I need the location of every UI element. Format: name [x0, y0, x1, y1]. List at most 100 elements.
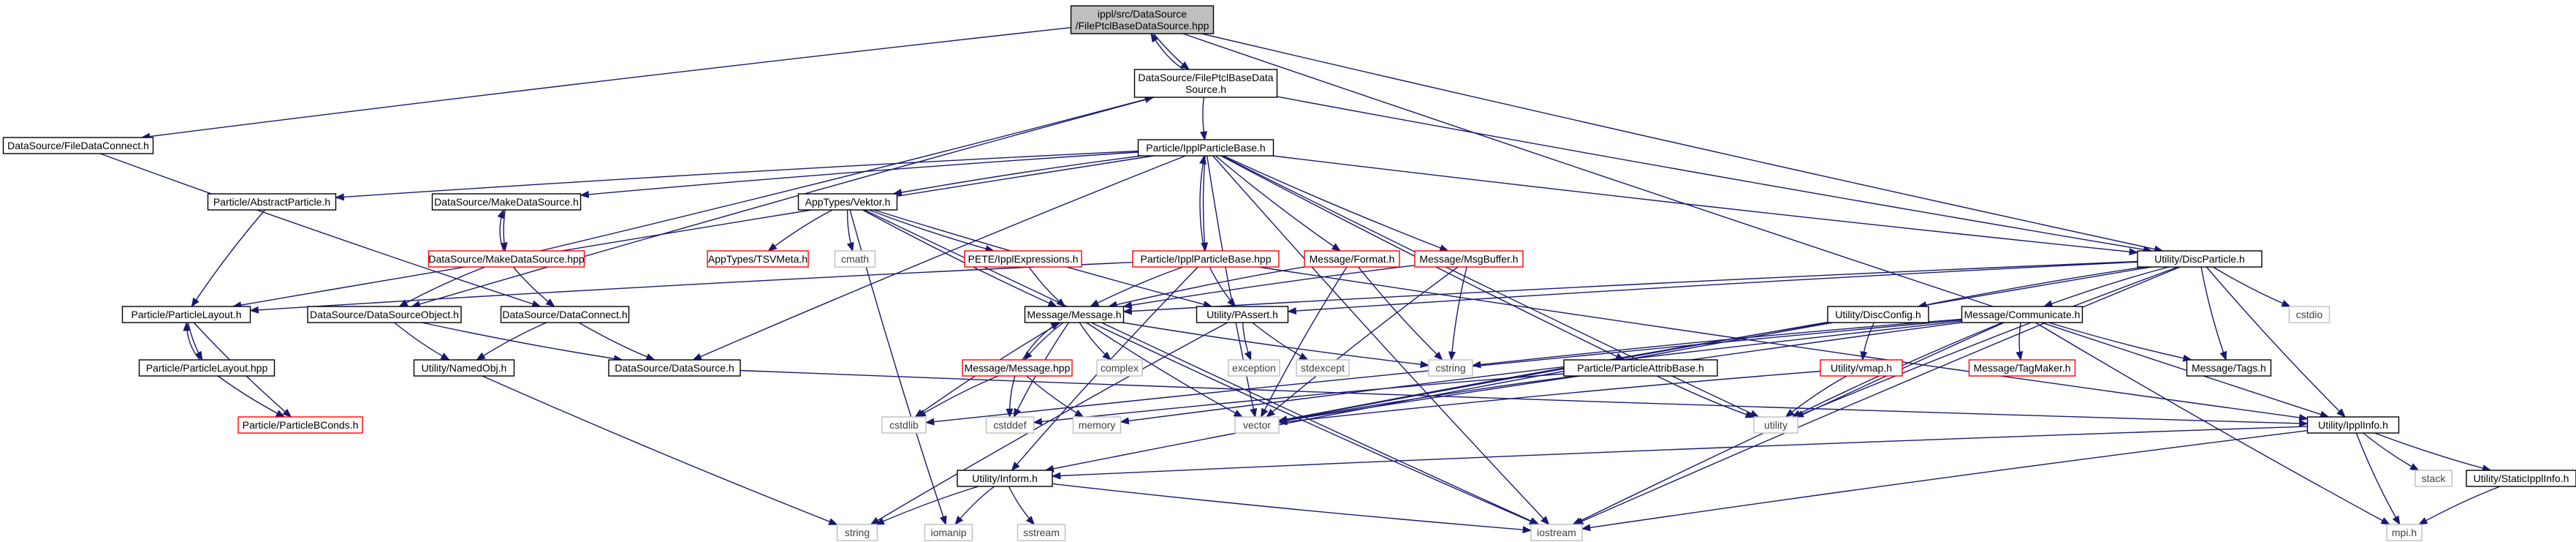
- node-ipplparticlebase-h[interactable]: Particle/IpplParticleBase.h: [1137, 139, 1274, 157]
- edge-ipplparticlebase-h-to-apptypes-vektor: [892, 155, 1142, 197]
- node-datasource-h[interactable]: DataSource/DataSource.h: [608, 359, 741, 377]
- node-pete[interactable]: PETE/IpplExpressions.h: [964, 250, 1082, 268]
- node-abstractparticle[interactable]: Particle/AbstractParticle.h: [207, 193, 337, 211]
- edge-message-message-h-to-cstring: [1122, 322, 1430, 369]
- node-message-tags-label-0: Message/Tags.h: [2192, 362, 2266, 374]
- edge-message-communicate-to-message-tagmaker: [2015, 322, 2024, 361]
- node-message-msgbuffer[interactable]: Message/MsgBuffer.h: [1414, 250, 1524, 268]
- edge-root-to-fpbds-h: [1153, 33, 1190, 70]
- node-utility-inform[interactable]: Utility/Inform.h: [957, 470, 1053, 487]
- node-utility-discconfig-box: [1827, 306, 1929, 323]
- node-tsvmeta[interactable]: AppTypes/TSVMeta.h: [707, 250, 809, 268]
- node-datasourceobject[interactable]: DataSource/DataSourceObject.h: [307, 306, 462, 323]
- edge-ipplparticlebase-hpp-to-particlelayout-h: [249, 261, 1133, 314]
- node-cstring-label-0: cstring: [1435, 362, 1465, 374]
- node-utility-inform-box: [957, 470, 1053, 487]
- node-message-tagmaker-label-0: Message/TagMaker.h: [1973, 362, 2070, 374]
- edge-particlelayout-hpp-to-particlebconds: [217, 375, 286, 418]
- node-root[interactable]: ippl/src/DataSource/FilePtclBaseDataSour…: [1070, 5, 1215, 34]
- node-stdexcept: stdexcept: [1296, 359, 1350, 377]
- node-dataconnect[interactable]: DataSource/DataConnect.h: [500, 306, 630, 323]
- node-fpbds-h[interactable]: DataSource/FilePtclBaseDataSource.h: [1133, 69, 1278, 98]
- edge-particleattribbase-to-cstddef: [1033, 373, 1565, 426]
- node-ipplparticlebase-h-label-0: Particle/IpplParticleBase.h: [1146, 142, 1265, 154]
- node-makedatasource-h[interactable]: DataSource/MakeDataSource.h: [431, 193, 582, 211]
- node-utility-ipplinfo[interactable]: Utility/IpplInfo.h: [2306, 416, 2400, 434]
- node-message-communicate[interactable]: Message/Communicate.h: [1961, 306, 2083, 323]
- edge-utility-ipplinfo-to-stack: [2363, 432, 2420, 471]
- node-cstddef-box: [985, 416, 1035, 434]
- node-vector: vector: [1234, 416, 1280, 434]
- node-filedataconnect[interactable]: DataSource/FileDataConnect.h: [2, 137, 154, 154]
- edge-ipplparticlebase-h-to-message-format: [1215, 155, 1342, 252]
- node-message-message-h[interactable]: Message/Message.h: [1024, 306, 1125, 323]
- node-message-message-hpp[interactable]: Message/Message.hpp: [962, 359, 1073, 377]
- edges-layer: [99, 27, 2501, 534]
- node-utility-vmap[interactable]: Utility/vmap.h: [1820, 359, 1903, 377]
- node-utility-discconfig[interactable]: Utility/DiscConfig.h: [1827, 306, 1929, 323]
- node-makedatasource-hpp-label-0: DataSource/MakeDataSource.hpp: [428, 253, 584, 265]
- node-makedatasource-hpp[interactable]: DataSource/MakeDataSource.hpp: [428, 250, 585, 268]
- edge-utility-discparticle-to-iostream: [1573, 266, 2181, 525]
- node-cstdlib: cstdlib: [881, 416, 927, 434]
- node-iostream: iostream: [1530, 524, 1583, 541]
- node-utility-ipplinfo-box: [2306, 416, 2400, 434]
- edge-utility-discparticle-to-message-communicate: [2043, 266, 2170, 307]
- edge-abstractparticle-to-particlelayout-h: [191, 209, 266, 308]
- edge-utility-ipplinfo-to-utility-inform: [1051, 426, 2308, 480]
- node-tsvmeta-box: [707, 250, 809, 268]
- node-particleattribbase-box: [1563, 359, 1718, 377]
- edge-ipplparticlebase-h-to-ipplparticlebase-hpp: [1201, 155, 1209, 252]
- edge-message-message-hpp-to-cstdlib: [916, 375, 999, 418]
- node-particlebconds-box: [238, 416, 363, 434]
- edge-ipplparticlebase-h-to-abstractparticle: [335, 150, 1139, 201]
- edge-utility-discparticle-to-utility: [1794, 266, 2178, 418]
- node-namedobj[interactable]: Utility/NamedObj.h: [413, 359, 515, 377]
- node-particlebconds[interactable]: Particle/ParticleBConds.h: [238, 416, 363, 434]
- node-dataconnect-box: [500, 306, 630, 323]
- node-utility-passert-label-0: Utility/PAssert.h: [1207, 309, 1278, 320]
- node-utility-staticipplinfo[interactable]: Utility/StaticIpplInfo.h: [2466, 470, 2576, 487]
- edge-root-to-utility-discparticle: [1201, 33, 2164, 253]
- node-ipplparticlebase-h-box: [1137, 139, 1274, 157]
- node-sstream-label-0: sstream: [1023, 527, 1060, 538]
- edge-message-msgbuffer-to-cstring: [1448, 266, 1467, 361]
- node-utility-discparticle[interactable]: Utility/DiscParticle.h: [2137, 250, 2262, 268]
- node-particlelayout-hpp[interactable]: Particle/ParticleLayout.hpp: [138, 359, 276, 377]
- node-particlelayout-h[interactable]: Particle/ParticleLayout.h: [121, 306, 251, 323]
- node-apptypes-vektor[interactable]: AppTypes/Vektor.h: [797, 193, 898, 211]
- edge-fpbds-h-to-ipplparticlebase-h: [1199, 97, 1207, 141]
- node-utility-passert[interactable]: Utility/PAssert.h: [1196, 306, 1289, 323]
- node-message-format[interactable]: Message/Format.h: [1304, 250, 1400, 268]
- edge-dataconnect-to-namedobj: [476, 322, 547, 361]
- node-exception-label-0: exception: [1232, 362, 1276, 374]
- node-memory: memory: [1072, 416, 1122, 434]
- node-message-format-box: [1304, 250, 1400, 268]
- edge-message-communicate-to-mpi: [2035, 322, 2390, 525]
- node-memory-box: [1072, 416, 1122, 434]
- node-vector-box: [1234, 416, 1280, 434]
- node-stack-box: [2414, 470, 2452, 487]
- node-complex-box: [1096, 359, 1143, 377]
- edge-message-message-hpp-to-cstddef: [1006, 375, 1016, 418]
- node-makedatasource-h-box: [431, 193, 582, 211]
- node-cmath-label-0: cmath: [841, 253, 869, 265]
- node-stack: stack: [2414, 470, 2452, 487]
- node-stack-label-0: stack: [2422, 473, 2447, 484]
- edge-utility-discconfig-to-vector: [1277, 322, 1829, 424]
- node-message-tagmaker[interactable]: Message/TagMaker.h: [1968, 359, 2076, 377]
- node-message-tagmaker-box: [1968, 359, 2076, 377]
- nodes-layer: ippl/src/DataSource/FilePtclBaseDataSour…: [2, 5, 2576, 541]
- node-ipplparticlebase-hpp-label-0: Particle/IpplParticleBase.hpp: [1141, 253, 1272, 265]
- node-message-tags[interactable]: Message/Tags.h: [2186, 359, 2272, 377]
- node-dataconnect-label-0: DataSource/DataConnect.h: [502, 309, 627, 320]
- node-ipplparticlebase-hpp[interactable]: Particle/IpplParticleBase.hpp: [1132, 250, 1280, 268]
- edge-ipplparticlebase-h-to-particlelayout-h: [232, 155, 1155, 309]
- node-particleattribbase[interactable]: Particle/ParticleAttribBase.h: [1563, 359, 1718, 377]
- node-utility-inform-label-0: Utility/Inform.h: [972, 473, 1037, 484]
- edge-ipplparticlebase-hpp-to-utility-passert: [1209, 266, 1236, 307]
- node-utility-vmap-box: [1820, 359, 1903, 377]
- node-mpi-label-0: mpi.h: [2392, 527, 2417, 538]
- node-particlelayout-hpp-label-0: Particle/ParticleLayout.hpp: [146, 362, 268, 374]
- edge-utility-staticipplinfo-to-mpi: [2417, 486, 2501, 525]
